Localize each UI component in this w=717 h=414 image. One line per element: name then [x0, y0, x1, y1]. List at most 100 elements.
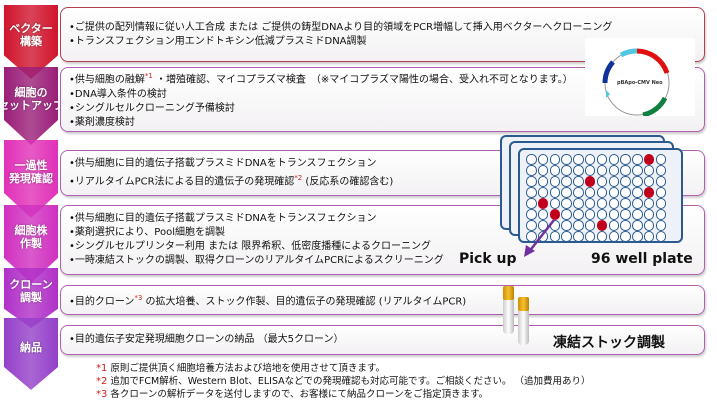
well: [526, 187, 537, 198]
item-text: •供与細胞に目的遺伝子搭載プラスミドDNAをトランスフェクション: [69, 157, 377, 169]
well: [643, 220, 655, 231]
well: [655, 165, 667, 176]
footnote-ref: *3: [134, 293, 143, 302]
well: [596, 176, 608, 187]
well: [655, 176, 667, 187]
item-text: •供与細胞に目的遺伝子搭載プラスミドDNAをトランスフェクション: [69, 213, 377, 224]
well: [643, 176, 655, 187]
well: [537, 231, 549, 242]
footnote-mark: *3: [96, 389, 108, 400]
well: [655, 220, 667, 231]
well: [526, 231, 537, 242]
well: [620, 231, 631, 242]
footnote-mark: *1: [96, 363, 108, 374]
well: [608, 187, 620, 198]
step-box-5: •目的クローン*3 の拡大培養、ストック作製、目的遺伝子の発現確認 (リアルタイ…: [60, 285, 705, 315]
footnote: *2 追加でFCM解析、Western Blot、ELISAなどでの発現確認も対…: [96, 376, 591, 388]
well: [632, 187, 643, 198]
well: [549, 231, 561, 242]
well: [526, 176, 537, 187]
item-text: •目的遺伝子安定発現細胞クローンの納品 （最大5クローン）: [69, 334, 344, 345]
well: [608, 209, 620, 220]
positive-well: [584, 176, 596, 187]
step-item: •トランスフェクション用エンドトキシン低減プラスミドDNA調製: [69, 35, 696, 49]
footnote-text: 各クローンの解析データを送付しますので、お客様にて納品クローンをご指定頂きます。: [107, 389, 489, 400]
step-box-6: •目的遺伝子安定発現細胞クローンの納品 （最大5クローン）: [60, 325, 705, 355]
well: [643, 231, 655, 242]
well: [573, 209, 584, 220]
well: [643, 209, 655, 220]
well: [561, 165, 572, 176]
well: [608, 154, 620, 165]
pickup-label: Pick up: [459, 251, 517, 267]
well: [526, 198, 537, 209]
well: [655, 198, 667, 209]
well: [596, 198, 608, 209]
well: [561, 154, 572, 165]
well: [655, 154, 667, 165]
well: [561, 198, 572, 209]
step-item: •DNA導入条件の検討: [69, 88, 696, 102]
well: [584, 220, 596, 231]
well: [537, 165, 549, 176]
plate-label: 96 well plate: [591, 251, 693, 267]
item-text: •DNA導入条件の検討: [69, 88, 167, 100]
well: [561, 220, 572, 231]
pickup-arrow-icon: [524, 219, 555, 257]
footnote-ref: *1: [144, 72, 153, 81]
footnote-ref: *2: [294, 173, 303, 182]
plasmid-name: pBApo-CMV Neo: [617, 80, 663, 86]
item-text: •一時凍結ストックの調製、取得クローンのリアルタイムPCRによるスクリーニング: [69, 255, 444, 266]
positive-well: [537, 198, 549, 209]
item-text: •リアルタイムPCR法による目的遺伝子の発現確認: [69, 176, 295, 188]
item-text: •トランスフェクション用エンドトキシン低減プラスミドDNA調製: [69, 35, 367, 47]
well: [632, 198, 643, 209]
well: [573, 165, 584, 176]
well: [596, 154, 608, 165]
item-text: •シングルセルプリンター利用 または 限界希釈、低密度播種によるクローニング: [69, 241, 431, 252]
footnote-text: 追加でFCM解析、Western Blot、ELISAなどでの発現確認も対応可能…: [107, 376, 591, 387]
well: [608, 165, 620, 176]
step-item: •リアルタイムPCR法による目的遺伝子の発現確認*2 (反応系の確認含む): [69, 171, 696, 189]
well: [584, 198, 596, 209]
well: [549, 198, 561, 209]
well: [632, 209, 643, 220]
positive-well: [643, 154, 655, 165]
step-item: •一時凍結ストックの調製、取得クローンのリアルタイムPCRによるスクリーニング: [69, 254, 696, 268]
step-item: •薬剤選択により、Pool細胞を調製: [69, 226, 696, 240]
well: [620, 165, 631, 176]
item-text: •薬剤濃度検討: [69, 116, 135, 128]
stock-label: 凍結ストック調製: [553, 335, 665, 351]
step-label: クローン 調製: [9, 278, 53, 304]
item-text: •ご提供の配列情報に従い人工合成 または ご提供の鋳型DNAより目的領域をPCR…: [69, 21, 613, 33]
well: [549, 176, 561, 187]
well: [655, 231, 667, 242]
step-item: •供与細胞の融解*1 ・増殖確認、マイコプラズマ検査 （※マイコプラズマ陽性の場…: [69, 69, 696, 87]
well-plate-front: [518, 148, 683, 243]
well: [561, 187, 572, 198]
well: [596, 165, 608, 176]
positive-well: [643, 187, 655, 198]
well: [573, 154, 584, 165]
footnote: *1 原則ご提供頂く細胞培養方法および培地を使用させて頂きます。: [96, 363, 385, 375]
well: [573, 176, 584, 187]
step-item: •ご提供の配列情報に従い人工合成 または ご提供の鋳型DNAより目的領域をPCR…: [69, 21, 696, 35]
well: [561, 176, 572, 187]
well: [643, 165, 655, 176]
well: [596, 209, 608, 220]
well: [620, 154, 631, 165]
step-item: •供与細胞に目的遺伝子搭載プラスミドDNAをトランスフェクション: [69, 157, 696, 171]
step-item: •シングルセルプリンター利用 または 限界希釈、低密度播種によるクローニング: [69, 240, 696, 254]
cryo-tube-icon: [503, 286, 514, 334]
step-label: ベクター 構築: [9, 22, 53, 48]
well: [608, 220, 620, 231]
well: [632, 165, 643, 176]
well: [608, 176, 620, 187]
step-label: 納品: [20, 340, 42, 354]
step-arrow-6: 納品: [4, 318, 58, 390]
well: [526, 165, 537, 176]
item-text: の拡大培養、ストック作製、目的遺伝子の発現確認 (リアルタイムPCR): [142, 296, 467, 308]
well: [549, 154, 561, 165]
well: [608, 231, 620, 242]
step-item: •目的遺伝子安定発現細胞クローンの納品 （最大5クローン）: [69, 333, 696, 347]
